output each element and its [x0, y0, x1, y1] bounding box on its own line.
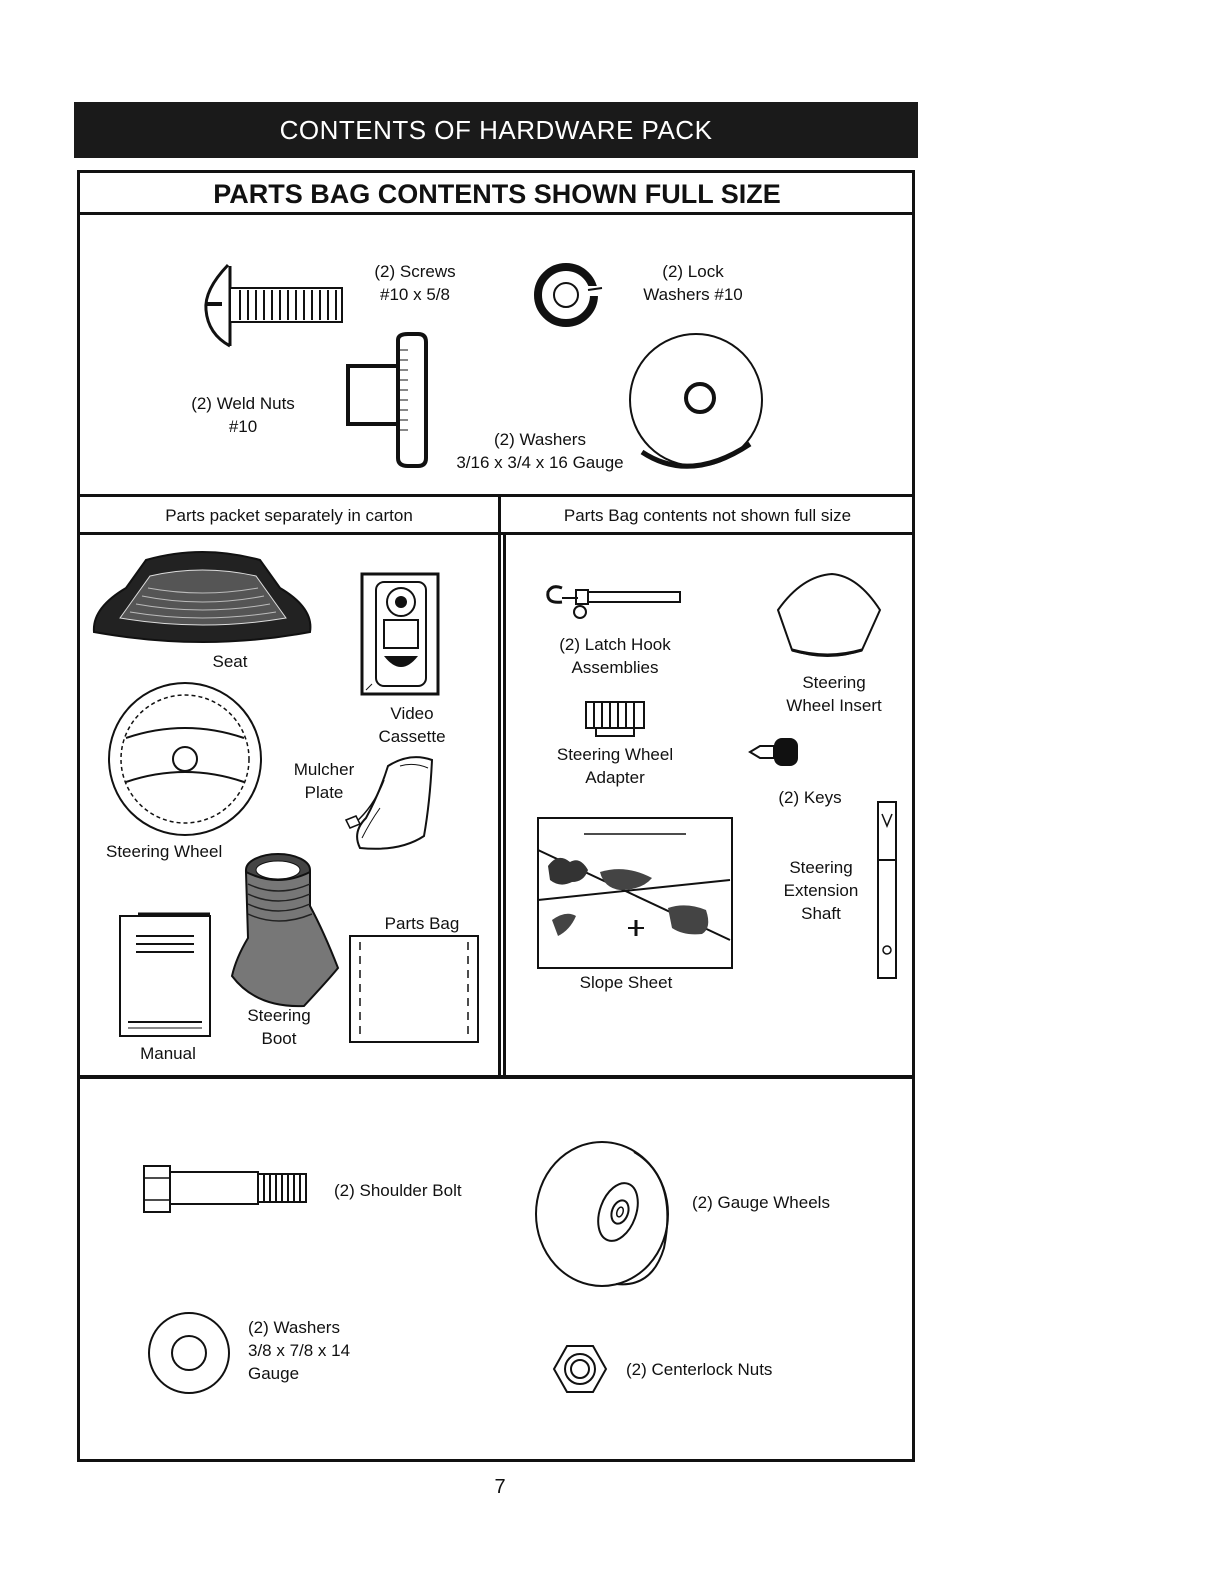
video-cassette-icon — [360, 572, 440, 696]
shoulder-bolt-icon — [143, 1165, 307, 1213]
parts-bag-label: Parts Bag — [384, 914, 460, 933]
contents-frame — [77, 170, 915, 1462]
slope-sheet-label: Slope Sheet — [579, 973, 673, 992]
lock-washer-icon — [534, 263, 603, 327]
key-icon — [748, 738, 798, 766]
steering-wheel-adapter-icon — [585, 701, 645, 737]
divider — [80, 212, 914, 215]
centerlock-nuts-label: (2) Centerlock Nuts — [626, 1360, 773, 1379]
steering-boot-icon — [230, 853, 340, 1008]
latch-hook-icon — [546, 585, 681, 619]
washer-icon — [629, 333, 763, 469]
page-banner: CONTENTS OF HARDWARE PACK — [74, 102, 918, 158]
gauge-wheel-icon — [535, 1141, 669, 1287]
keys-label: (2) Keys — [778, 788, 842, 807]
steering-wheel-icon — [108, 682, 262, 836]
divider — [80, 1075, 914, 1079]
section-title: PARTS BAG CONTENTS SHOWN FULL SIZE — [213, 178, 781, 209]
weld-nut-icon — [346, 332, 428, 468]
steering-wheel-label: Steering Wheel — [106, 842, 223, 861]
manual-icon — [119, 912, 211, 1037]
page-number: 7 — [494, 1476, 506, 1498]
screws-label: (2) Screws#10 x 5/8 — [374, 262, 456, 304]
centerlock-nut-icon — [552, 1345, 608, 1393]
manual-label: Manual — [140, 1044, 196, 1063]
steering-extension-shaft-icon — [877, 801, 897, 979]
divider — [80, 532, 914, 535]
screw-icon — [204, 263, 343, 348]
gauge-wheels-label: (2) Gauge Wheels — [692, 1193, 830, 1212]
seat-label: Seat — [212, 652, 248, 671]
shoulder-bolt-label: (2) Shoulder Bolt — [334, 1181, 462, 1200]
left-panel-heading: Parts packet separately in carton — [165, 506, 413, 525]
divider — [503, 534, 506, 1076]
divider — [498, 496, 501, 1076]
slope-sheet-icon — [537, 817, 733, 969]
parts-bag-icon — [349, 935, 479, 1043]
mulcher-plate-icon — [344, 756, 434, 850]
steering-wheel-insert-icon — [776, 572, 882, 657]
right-panel-heading: Parts Bag contents not shown full size — [563, 506, 852, 525]
weld-nuts-label: (2) Weld Nuts#10 — [191, 394, 295, 436]
seat-icon — [92, 551, 312, 643]
washer-large-icon — [148, 1312, 230, 1394]
divider — [80, 494, 914, 497]
